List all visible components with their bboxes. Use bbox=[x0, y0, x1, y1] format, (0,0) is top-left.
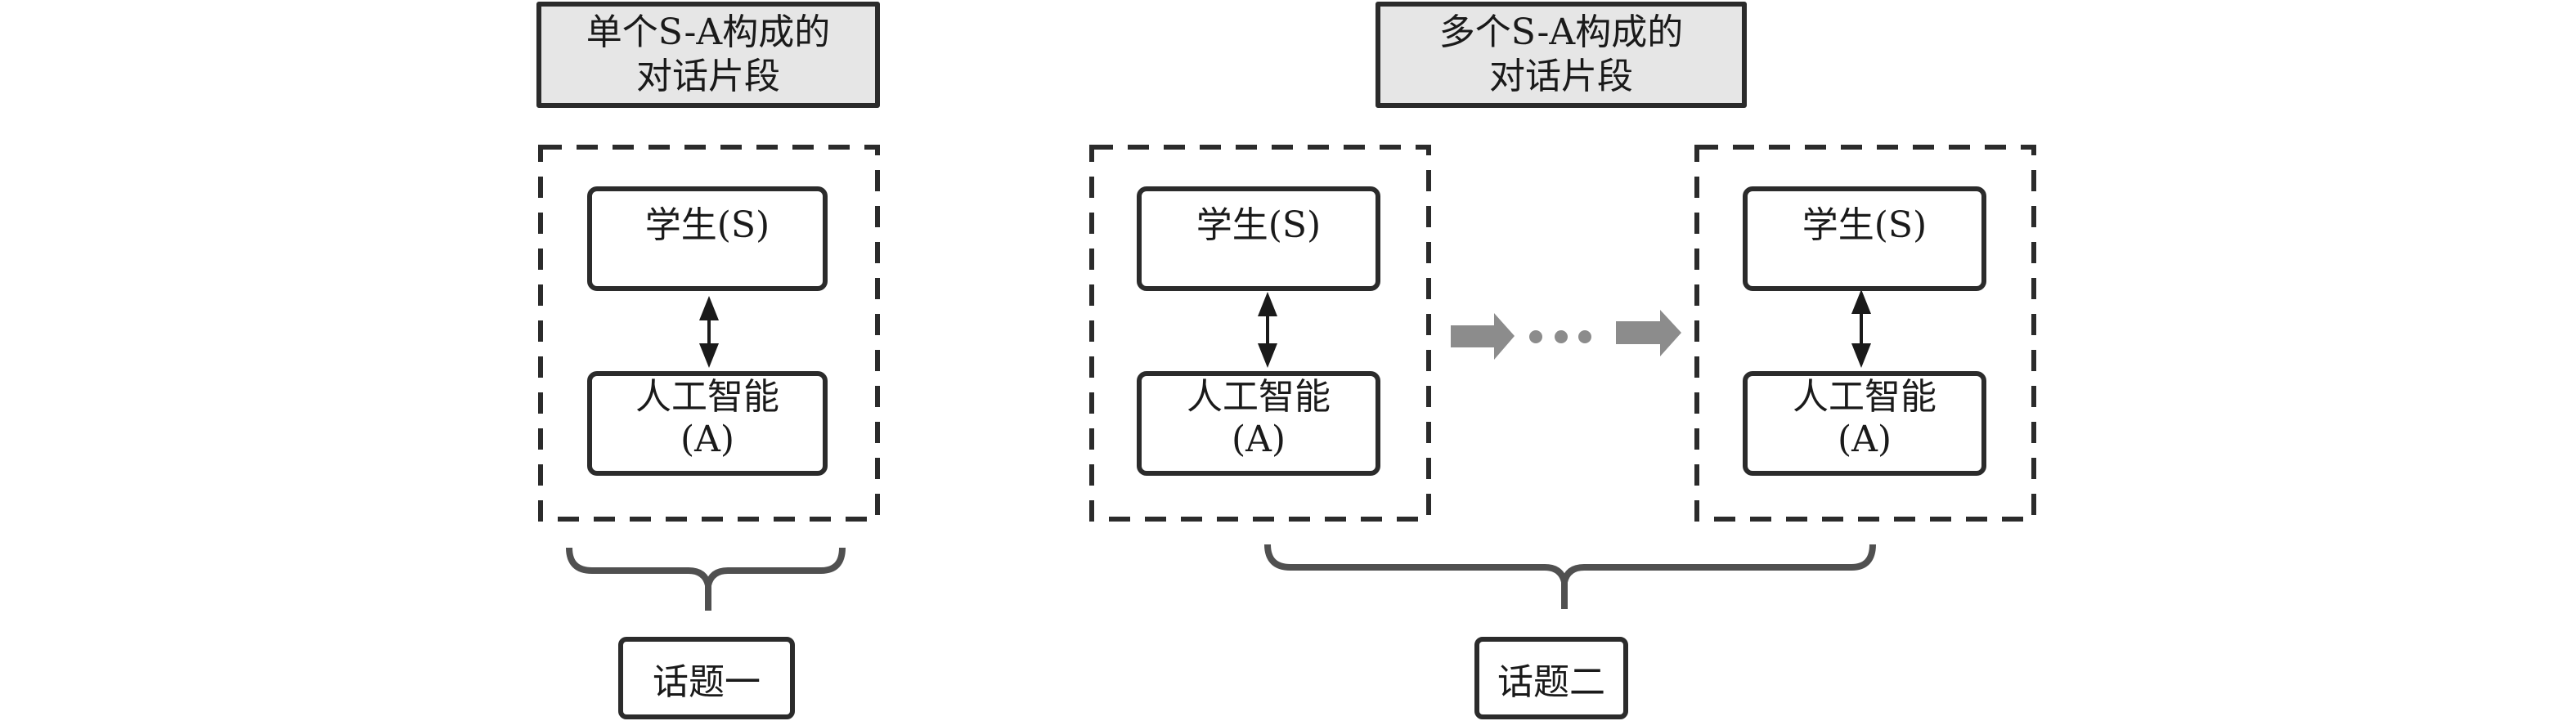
bidirectional-arrow-2 bbox=[1258, 292, 1277, 368]
ai-node: 人工智能 (A) bbox=[587, 371, 828, 476]
student-node: 学生(S) bbox=[587, 186, 828, 291]
brace-topic-1 bbox=[566, 547, 846, 611]
bidirectional-arrow-1 bbox=[699, 296, 719, 368]
segment-frame-2 bbox=[1089, 145, 1431, 522]
student-label: 学生(S) bbox=[644, 204, 770, 246]
topic-box-1: 话题一 bbox=[618, 637, 795, 719]
ai-label-line-1: 人工智能 bbox=[1187, 376, 1331, 418]
ai-label-line-1: 人工智能 bbox=[1793, 376, 1936, 418]
student-label: 学生(S) bbox=[1196, 204, 1322, 246]
ai-label-line-2: (A) bbox=[1837, 419, 1892, 460]
topic-box-2: 话题二 bbox=[1474, 637, 1628, 719]
ellipsis-icon bbox=[1529, 330, 1591, 343]
ai-label-line-2: (A) bbox=[680, 419, 735, 460]
heading-line-2: 对话片段 bbox=[636, 56, 780, 97]
topic-label: 话题二 bbox=[1497, 661, 1605, 703]
heading-line-1: 单个S-A构成的 bbox=[586, 11, 831, 53]
segment-frame-1 bbox=[538, 145, 880, 522]
bidirectional-arrow-3 bbox=[1851, 289, 1871, 368]
brace-topic-2 bbox=[1264, 544, 1876, 609]
heading-multiple-sa: 多个S-A构成的 对话片段 bbox=[1376, 2, 1747, 108]
student-node: 学生(S) bbox=[1743, 186, 1986, 291]
ai-node: 人工智能 (A) bbox=[1743, 371, 1986, 476]
heading-single-sa: 单个S-A构成的 对话片段 bbox=[536, 2, 880, 108]
progress-arrow-icon bbox=[1616, 310, 1681, 356]
topic-label: 话题一 bbox=[653, 661, 761, 703]
student-node: 学生(S) bbox=[1137, 186, 1380, 291]
segment-frame-3 bbox=[1694, 145, 2036, 522]
heading-line-2: 对话片段 bbox=[1489, 56, 1633, 97]
ai-label-line-1: 人工智能 bbox=[635, 376, 779, 418]
ai-label-line-2: (A) bbox=[1231, 419, 1286, 460]
progress-arrow-icon bbox=[1451, 313, 1515, 360]
heading-line-1: 多个S-A构成的 bbox=[1438, 11, 1684, 53]
student-label: 学生(S) bbox=[1802, 204, 1928, 246]
ai-node: 人工智能 (A) bbox=[1137, 371, 1380, 476]
